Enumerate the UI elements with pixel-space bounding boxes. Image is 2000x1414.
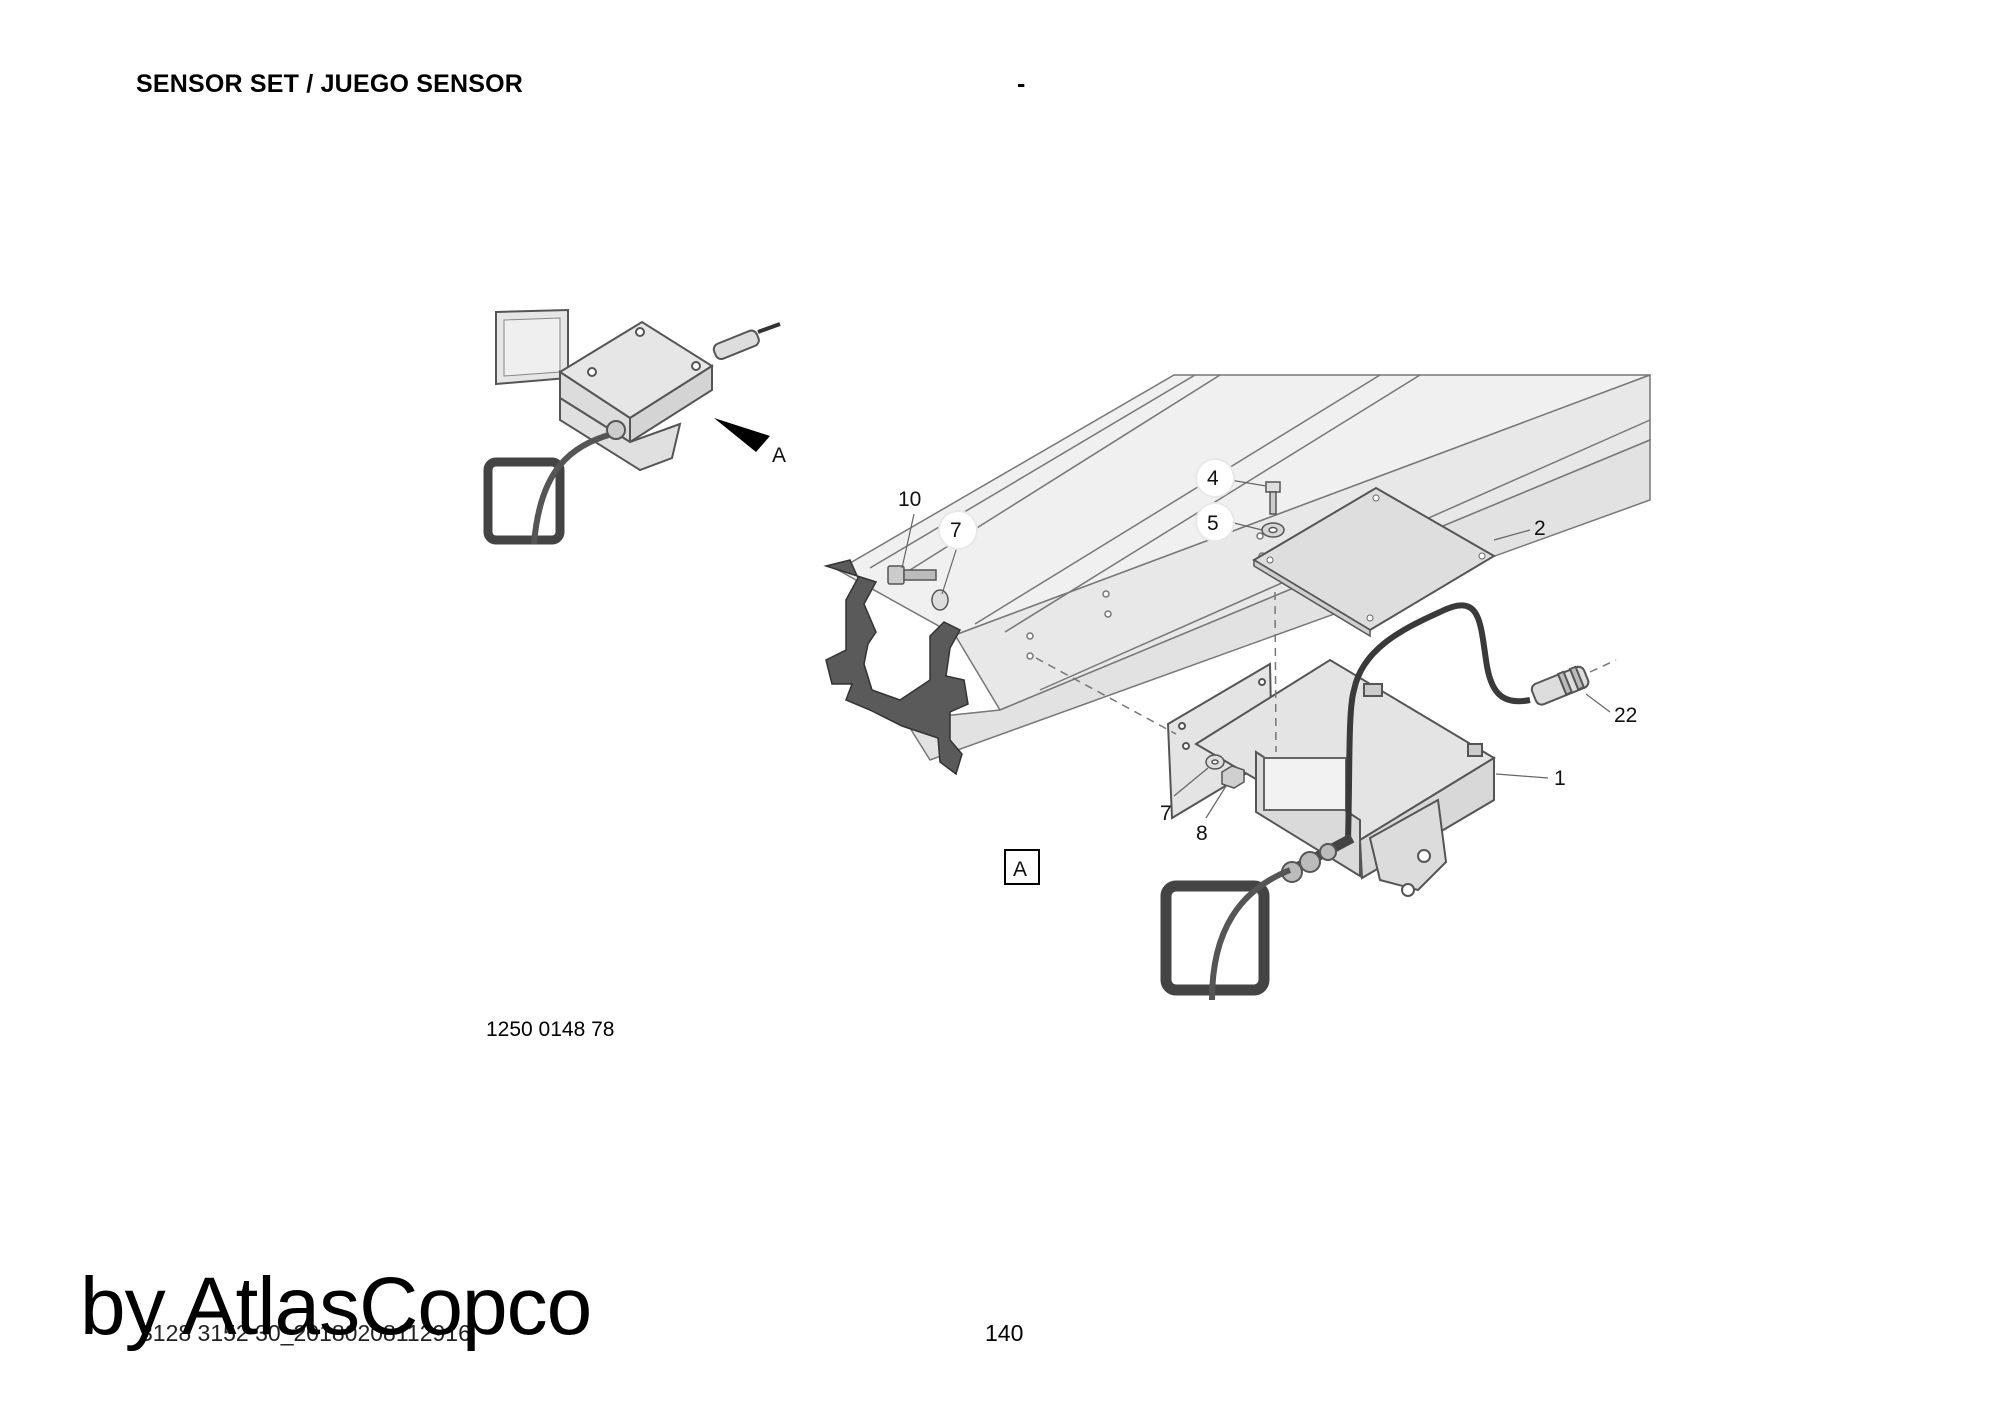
screw-and-washer — [1261, 481, 1285, 538]
page-title: SENSOR SET / JUEGO SENSOR — [136, 70, 524, 98]
leader-lines — [901, 479, 1611, 819]
view-arrow-label: A — [772, 444, 786, 467]
callout-22: 22 — [1614, 704, 1637, 727]
washer-and-nut — [1205, 754, 1245, 789]
sensor-bracket — [1166, 658, 1496, 897]
header-separator: - — [1017, 70, 1026, 98]
cable-connector — [1530, 665, 1590, 706]
callout-4: 4 — [1207, 467, 1219, 490]
callout-10: 10 — [898, 488, 921, 511]
page-number: 140 — [985, 1320, 1024, 1346]
callout-2: 2 — [1534, 517, 1546, 540]
callout-8: 8 — [1196, 822, 1208, 845]
rail-cross-section — [823, 559, 969, 776]
sensor-cable — [1345, 602, 1531, 841]
callout-circle-7 — [938, 510, 978, 550]
callout-1: 1 — [1554, 767, 1566, 790]
detail-view-sensor-assembly — [483, 308, 781, 545]
view-arrow — [714, 418, 770, 452]
watermark: by AtlasCopco — [80, 1261, 592, 1352]
document-code: 3128 3152 30_20180208112916 — [140, 1320, 471, 1346]
callout-7-bottom: 7 — [1160, 802, 1172, 825]
callout-7-top: 7 — [950, 519, 962, 542]
drawing-number: 1250 0148 78 — [486, 1018, 615, 1041]
view-label-box — [1004, 849, 1040, 885]
callout-circle-4 — [1195, 458, 1235, 498]
view-label-box-text: A — [1013, 858, 1027, 881]
assembly-lines — [1035, 591, 1617, 753]
bolt-and-washer-left — [887, 565, 949, 611]
callout-circle-5 — [1195, 502, 1235, 542]
sensor-head — [1281, 833, 1355, 883]
callout-5: 5 — [1207, 512, 1219, 535]
